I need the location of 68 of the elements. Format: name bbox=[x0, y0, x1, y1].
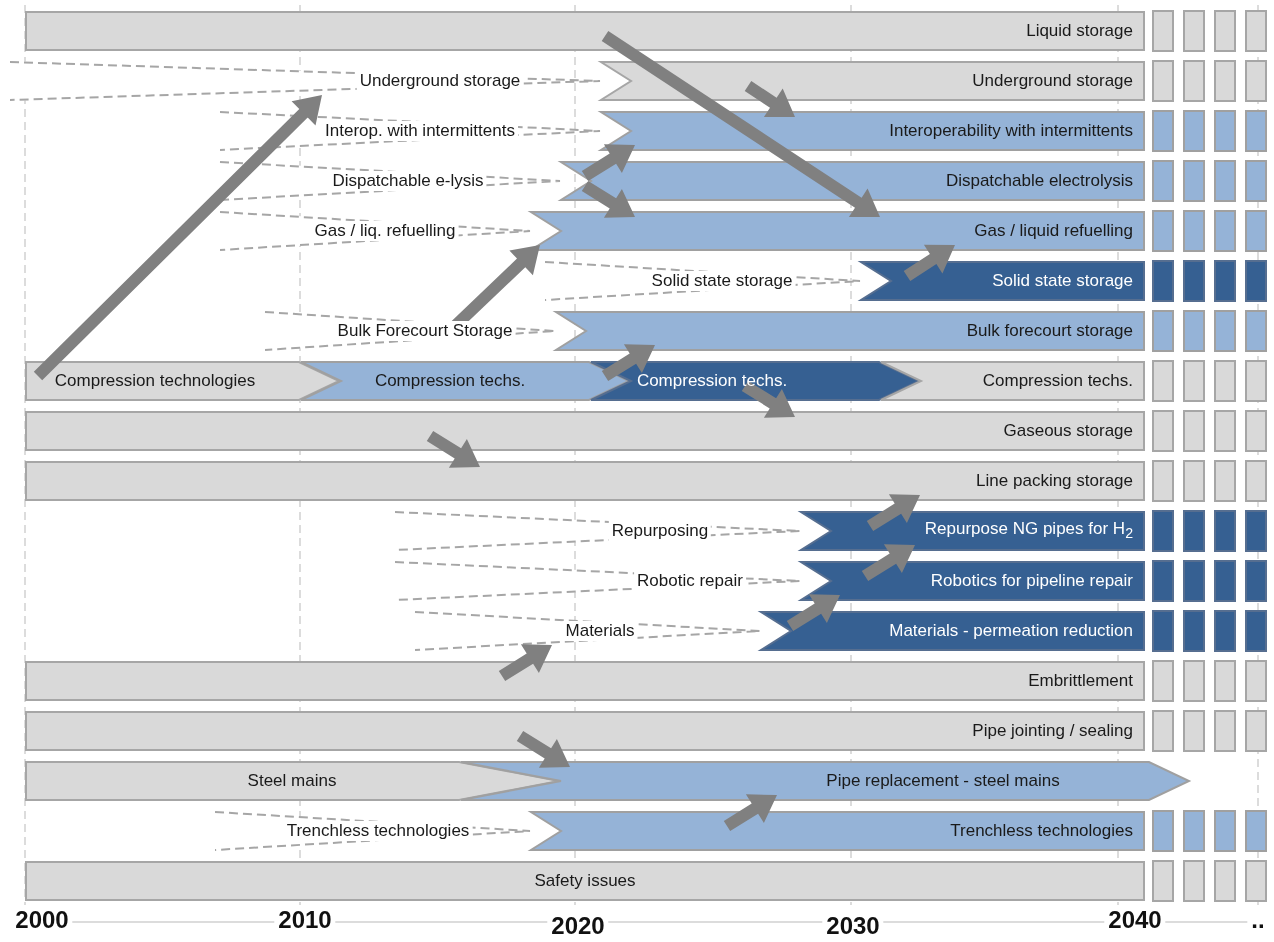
arrow bbox=[581, 180, 635, 218]
roadmap-bar bbox=[25, 861, 1145, 901]
roadmap-bar bbox=[880, 361, 1145, 401]
dashed-arrow-shape bbox=[395, 511, 800, 551]
dashed-arrow-shape bbox=[395, 561, 800, 601]
roadmap-bar bbox=[800, 561, 1145, 601]
bar-label: Interoperability with intermittents bbox=[889, 121, 1133, 141]
roadmap-bar bbox=[530, 211, 1145, 251]
bar-label: Solid state storage bbox=[992, 271, 1133, 291]
roadmap-bar bbox=[25, 661, 1145, 701]
roadmap-bar bbox=[25, 711, 1145, 751]
bar-label: Bulk forecourt storage bbox=[966, 321, 1133, 341]
bar-label: Gaseous storage bbox=[1003, 421, 1133, 441]
roadmap-bar bbox=[860, 261, 1145, 301]
bar-label: Steel mains bbox=[247, 771, 337, 791]
bar-label: Repurposing bbox=[608, 521, 712, 541]
bar-label: Repurpose NG pipes for H$_{2}$ bbox=[924, 518, 1133, 544]
arrow bbox=[866, 494, 920, 532]
arrow bbox=[601, 31, 880, 217]
chevron-bar bbox=[460, 761, 1190, 801]
chevron-bar bbox=[25, 361, 340, 401]
bar-label: Line packing storage bbox=[976, 471, 1133, 491]
arrow bbox=[741, 380, 795, 418]
bar-label: Compression techs. bbox=[636, 371, 788, 391]
bar-label: Compression techs. bbox=[374, 371, 526, 391]
roadmap-bar bbox=[530, 811, 1145, 851]
bar-label: Dispatchable electrolysis bbox=[945, 171, 1133, 191]
arrow bbox=[498, 644, 552, 682]
roadmap-bar bbox=[25, 11, 1145, 51]
bar-label: Gas / liquid refuelling bbox=[974, 221, 1133, 241]
bar-label: Robotics for pipeline repair bbox=[930, 571, 1133, 591]
bar-label: Embrittlement bbox=[1028, 671, 1133, 691]
dashed-arrow-shape bbox=[545, 261, 860, 301]
dashed-arrow-shape bbox=[220, 161, 560, 201]
roadmap-bar bbox=[600, 61, 1145, 101]
arrow bbox=[516, 730, 570, 768]
roadmap-bar bbox=[600, 111, 1145, 151]
dashed-arrow-shape bbox=[220, 211, 530, 251]
roadmap-bar bbox=[760, 611, 1145, 651]
bar-label: Materials bbox=[562, 621, 638, 641]
dashed-arrow-shape bbox=[10, 61, 600, 101]
arrow bbox=[903, 244, 955, 281]
roadmap-bar bbox=[25, 411, 1145, 451]
arrow bbox=[33, 95, 322, 381]
bar-label: Materials - permeation reduction bbox=[889, 621, 1133, 641]
arrow bbox=[723, 794, 777, 832]
bar-label: Trenchless technologies bbox=[950, 821, 1133, 841]
roadmap-bar bbox=[560, 161, 1145, 201]
bar-label: Robotic repair bbox=[634, 571, 746, 591]
bar-label: Liquid storage bbox=[1026, 21, 1133, 41]
bar-label: Safety issues bbox=[534, 871, 636, 891]
arrow bbox=[426, 430, 480, 468]
arrow bbox=[581, 144, 635, 182]
arrow bbox=[786, 594, 840, 632]
dashed-arrow-shape bbox=[215, 811, 530, 851]
roadmap-bar bbox=[25, 461, 1145, 501]
bar-label: Compression techs. bbox=[982, 371, 1133, 391]
arrow bbox=[744, 81, 795, 117]
bar-label: Pipe replacement - steel mains bbox=[826, 771, 1060, 791]
bar-label: Pipe jointing / sealing bbox=[972, 721, 1133, 741]
arrow bbox=[601, 344, 655, 382]
bar-label: Compression technologies bbox=[54, 371, 256, 391]
roadmap-bar bbox=[800, 511, 1145, 551]
dashed-arrow-shape bbox=[265, 311, 555, 351]
roadmap-bar bbox=[555, 311, 1145, 351]
arrow bbox=[861, 544, 915, 582]
bar-label: Underground storage bbox=[972, 71, 1133, 91]
bar-label: Underground storage bbox=[356, 71, 524, 91]
